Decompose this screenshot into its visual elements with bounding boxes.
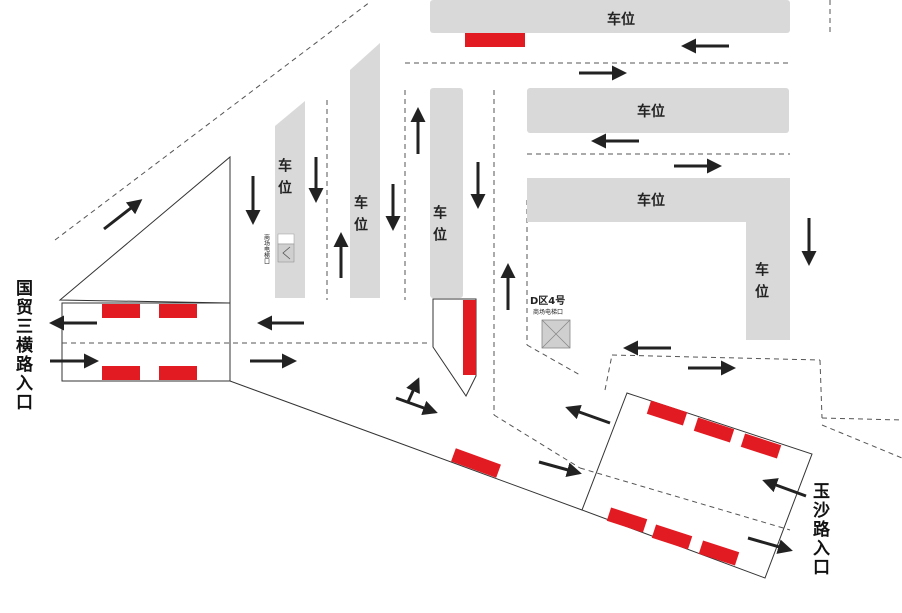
lot-label-l: 车位 <box>637 192 665 209</box>
lot-label-mid: 车位 <box>637 103 665 120</box>
parking-blocks <box>275 0 790 340</box>
special-spot <box>451 448 501 478</box>
lot-label-right: 车位 <box>753 261 769 306</box>
zone-elevator-label: 商场电梯口 <box>533 308 563 316</box>
special-spot <box>740 433 782 459</box>
special-spot <box>102 304 140 318</box>
lot-label-slant-2: 车位 <box>276 157 292 202</box>
lane-dashes <box>54 0 902 531</box>
special-spot <box>159 366 197 380</box>
special-spot <box>465 33 525 47</box>
lot-label-top: 车位 <box>607 11 635 28</box>
special-spot <box>102 366 140 380</box>
arrow-icon <box>103 199 143 231</box>
arrow-icon <box>406 377 420 403</box>
special-spot <box>463 300 476 375</box>
arrow-icon <box>538 460 582 478</box>
special-spot <box>651 524 693 550</box>
small-elevator-label: 商场电梯口 <box>263 233 270 265</box>
special-spot <box>159 304 197 318</box>
lot-label-slant-1: 车位 <box>352 194 368 239</box>
lot-block-mid <box>527 88 789 133</box>
lot-block-top <box>430 0 790 33</box>
elevator-small: 商场电梯口 <box>263 233 295 265</box>
road-boundaries <box>58 155 813 579</box>
special-spot <box>606 507 648 533</box>
special-spot <box>693 417 735 443</box>
arrow-icon <box>565 404 611 425</box>
elevator-d4: D区4号 商场电梯口 <box>530 295 571 349</box>
direction-arrows <box>49 38 817 554</box>
lot-block-slant-1 <box>350 43 380 298</box>
entrance-left-label: 国贸三横路入口 <box>12 279 33 412</box>
special-spot <box>646 400 688 426</box>
lot-labels: 车位 车位 车位 车位 车位 车位 车位 <box>276 11 769 306</box>
arrow-icon <box>747 536 793 554</box>
lot-block-center <box>430 88 463 298</box>
arrow-icon <box>762 478 807 498</box>
lot-block-l <box>527 178 790 340</box>
zone-name: D区4号 <box>530 295 565 307</box>
special-spots <box>102 33 782 566</box>
special-spot <box>698 540 740 566</box>
entrance-right-label: 玉沙路入口 <box>809 482 830 577</box>
arrow-icon <box>395 396 438 416</box>
lot-label-center: 车位 <box>431 204 447 249</box>
